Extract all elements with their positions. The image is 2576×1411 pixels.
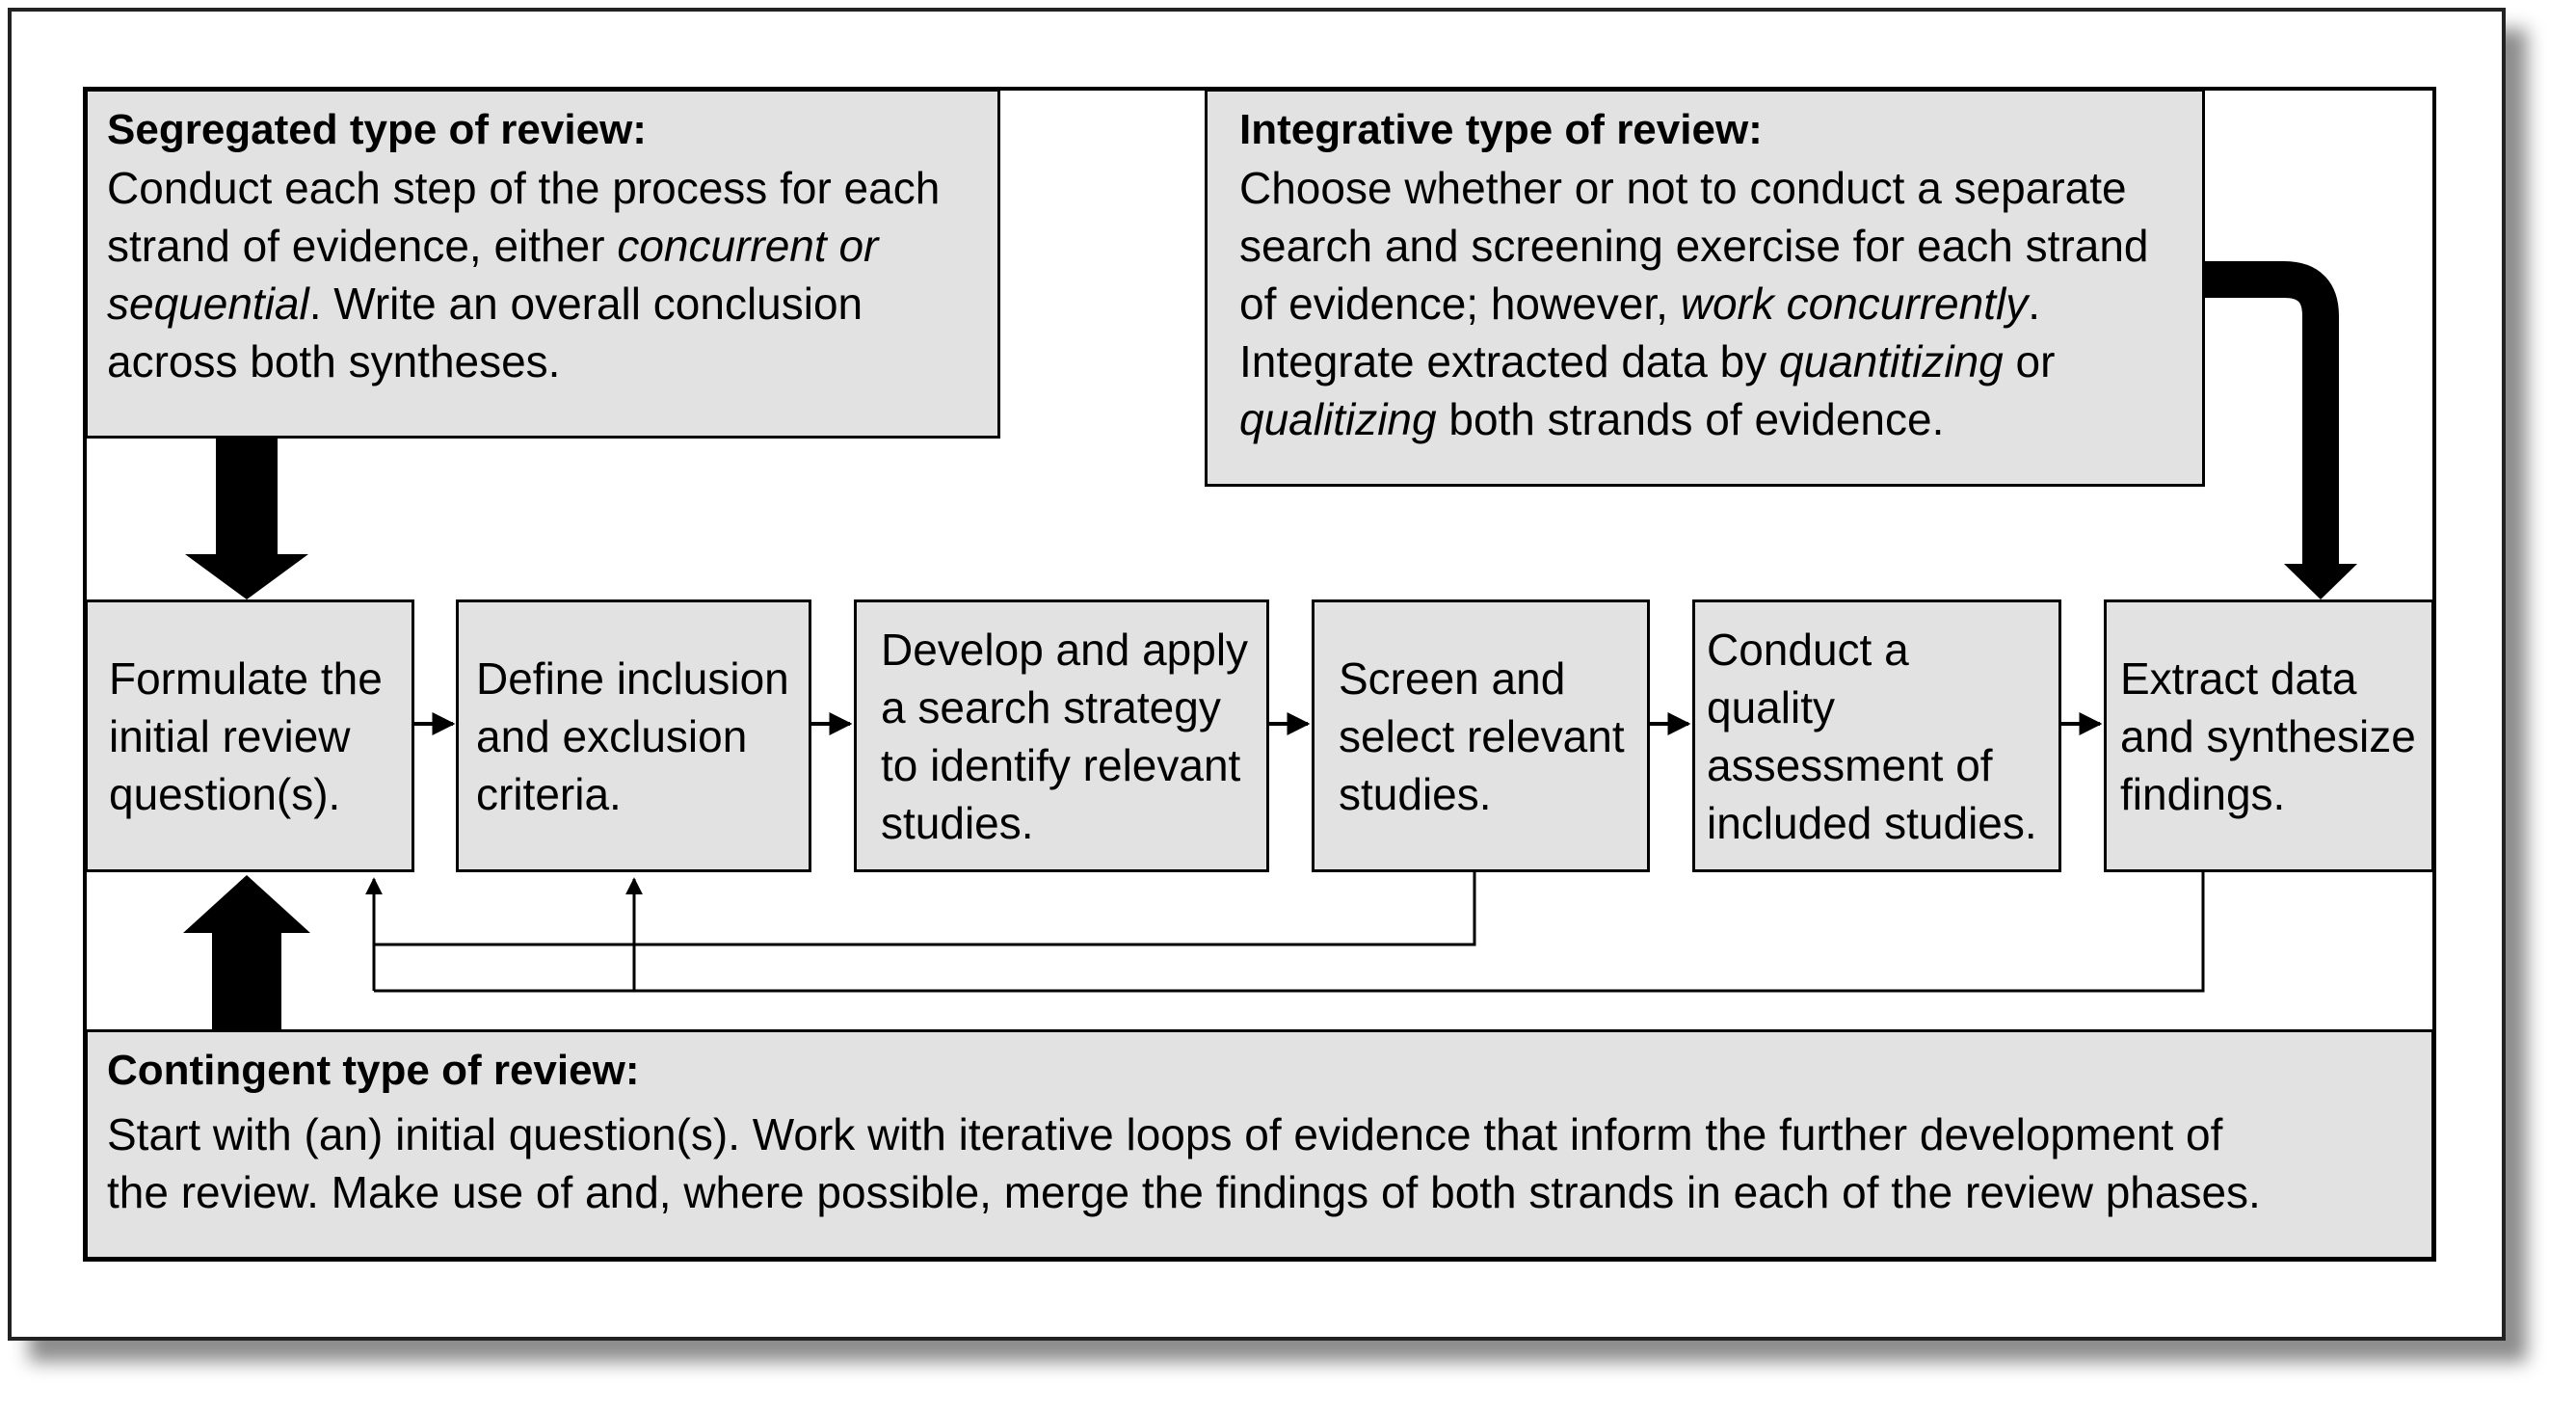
segregated-line-3-italic: sequential	[107, 279, 309, 329]
step-define-text: Define inclusion and exclusion criteria.	[476, 652, 789, 819]
segregated-to-formulate-arrow	[185, 439, 308, 599]
step-search-text: Develop and apply a search strategy to i…	[881, 624, 1249, 848]
segregated-line-4: across both syntheses.	[107, 336, 561, 386]
integrative-line-4-end: or	[2003, 336, 2056, 386]
integrative-line-1: Choose whether or not to conduct a separ…	[1239, 163, 2127, 213]
segregated-review-box: Segregated type of review: Conduct each …	[85, 89, 1000, 439]
feedback-loop-extract	[625, 872, 2205, 993]
integrative-line-5: qualitizing both strands of evidence.	[1239, 390, 2202, 448]
integrative-line-3: of evidence; however, work concurrently.	[1239, 275, 2202, 333]
feedback-loop-screen	[365, 872, 1476, 946]
step-formulate-question: Formulate the initial review question(s)…	[85, 599, 414, 872]
step-quality-assessment: Conduct a quality assessment of included…	[1692, 599, 2061, 872]
segregated-line-3: sequential. Write an overall conclusion	[107, 275, 997, 333]
integrative-review-box: Integrative type of review: Choose wheth…	[1205, 89, 2205, 487]
step-extract-text: Extract data and synthesize findings.	[2120, 652, 2416, 819]
contingent-review-box: Contingent type of review: Start with (a…	[85, 1029, 2434, 1260]
integrative-line-5-text: both strands of evidence.	[1436, 394, 1945, 444]
step-formulate-text: Formulate the initial review question(s)…	[109, 652, 383, 819]
segregated-line-2: strand of evidence, either concurrent or	[107, 217, 997, 275]
step-screen-select: Screen and select relevant studies.	[1312, 599, 1650, 872]
integrative-line-4-text: Integrate extracted data by	[1239, 336, 1780, 386]
contingent-line-1: Start with (an) initial question(s). Wor…	[107, 1109, 2223, 1159]
integrative-line-3-italic: work concurrently	[1680, 279, 2029, 329]
step-screen-text: Screen and select relevant studies.	[1339, 652, 1625, 819]
contingent-line-2: the review. Make use of and, where possi…	[107, 1167, 2261, 1217]
segregated-title: Segregated type of review:	[107, 106, 647, 153]
integrative-line-3-end: .	[2028, 279, 2040, 329]
contingent-to-formulate-arrow	[183, 875, 310, 1029]
integrative-title: Integrative type of review:	[1239, 106, 1763, 153]
integrative-line-5-italic: qualitizing	[1239, 394, 1437, 444]
step-define-criteria: Define inclusion and exclusion criteria.	[456, 599, 811, 872]
integrative-to-extract-arrowhead	[2284, 564, 2357, 599]
step-search-strategy: Develop and apply a search strategy to i…	[854, 599, 1269, 872]
segregated-line-1: Conduct each step of the process for eac…	[107, 163, 941, 213]
step-extract-synthesize: Extract data and synthesize findings.	[2104, 599, 2434, 872]
integrative-to-extract-arrow	[2205, 261, 2339, 569]
contingent-title: Contingent type of review:	[107, 1047, 640, 1094]
segregated-line-2-text: strand of evidence, either	[107, 221, 618, 271]
step-quality-text: Conduct a quality assessment of included…	[1707, 624, 2037, 848]
integrative-line-4: Integrate extracted data by quantitizing…	[1239, 333, 2202, 390]
integrative-line-2: search and screening exercise for each s…	[1239, 221, 2149, 271]
integrative-line-3-text: of evidence; however,	[1239, 279, 1681, 329]
segregated-line-2-italic: concurrent or	[617, 221, 879, 271]
segregated-line-3-text: . Write an overall conclusion	[308, 279, 863, 329]
integrative-line-4-italic: quantitizing	[1779, 336, 2004, 386]
